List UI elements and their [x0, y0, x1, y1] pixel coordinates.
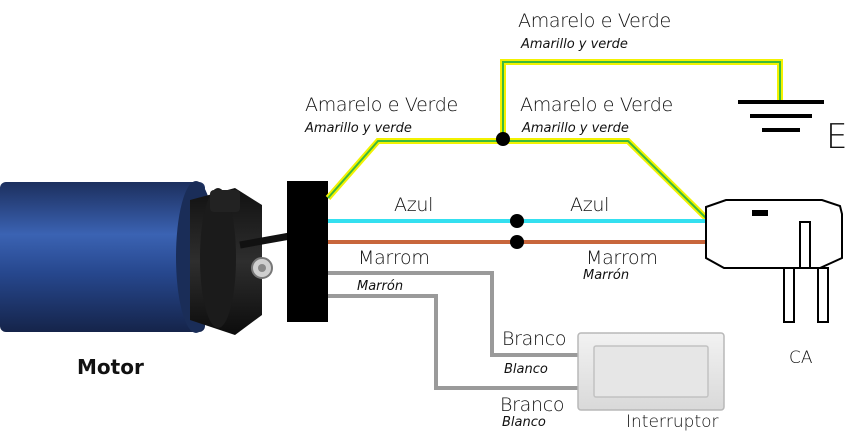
label-marrom-left-pt: Marrom: [358, 247, 430, 269]
wall-switch-icon: [577, 332, 725, 411]
label-plug: CA: [789, 348, 813, 368]
power-plug-icon: [705, 199, 843, 323]
blue-wire: [328, 214, 706, 228]
label-right-es: Amarillo y verde: [522, 121, 629, 136]
label-azul-left: Azul: [394, 194, 434, 216]
brown-wire: [328, 235, 706, 249]
label-marrom-left-es: Marrón: [357, 279, 404, 294]
label-marrom-right-pt: Marrom: [586, 247, 658, 269]
label-azul-right: Azul: [570, 194, 610, 216]
ground-symbol-icon: [738, 100, 824, 132]
connector-block: [287, 181, 328, 322]
switch-wires: [328, 271, 582, 390]
label-marrom-right-es: Marrón: [583, 268, 630, 283]
label-top-es: Amarillo y verde: [521, 37, 628, 52]
label-top-pt: Amarelo e Verde: [518, 10, 671, 32]
label-switch: Interruptor: [626, 412, 719, 432]
label-motor: Motor: [77, 355, 144, 379]
label-left-es: Amarillo y verde: [305, 121, 412, 136]
earth-wire: [325, 59, 783, 221]
label-branco1-pt: Branco: [502, 328, 567, 350]
label-branco2-pt: Branco: [500, 394, 565, 416]
label-right-pt: Amarelo e Verde: [520, 94, 673, 116]
label-branco1-es: Blanco: [504, 362, 548, 377]
label-left-pt: Amarelo e Verde: [305, 94, 458, 116]
motor-icon: [0, 181, 291, 335]
label-earth: E: [826, 117, 848, 157]
label-branco2-es: Blanco: [502, 415, 546, 430]
